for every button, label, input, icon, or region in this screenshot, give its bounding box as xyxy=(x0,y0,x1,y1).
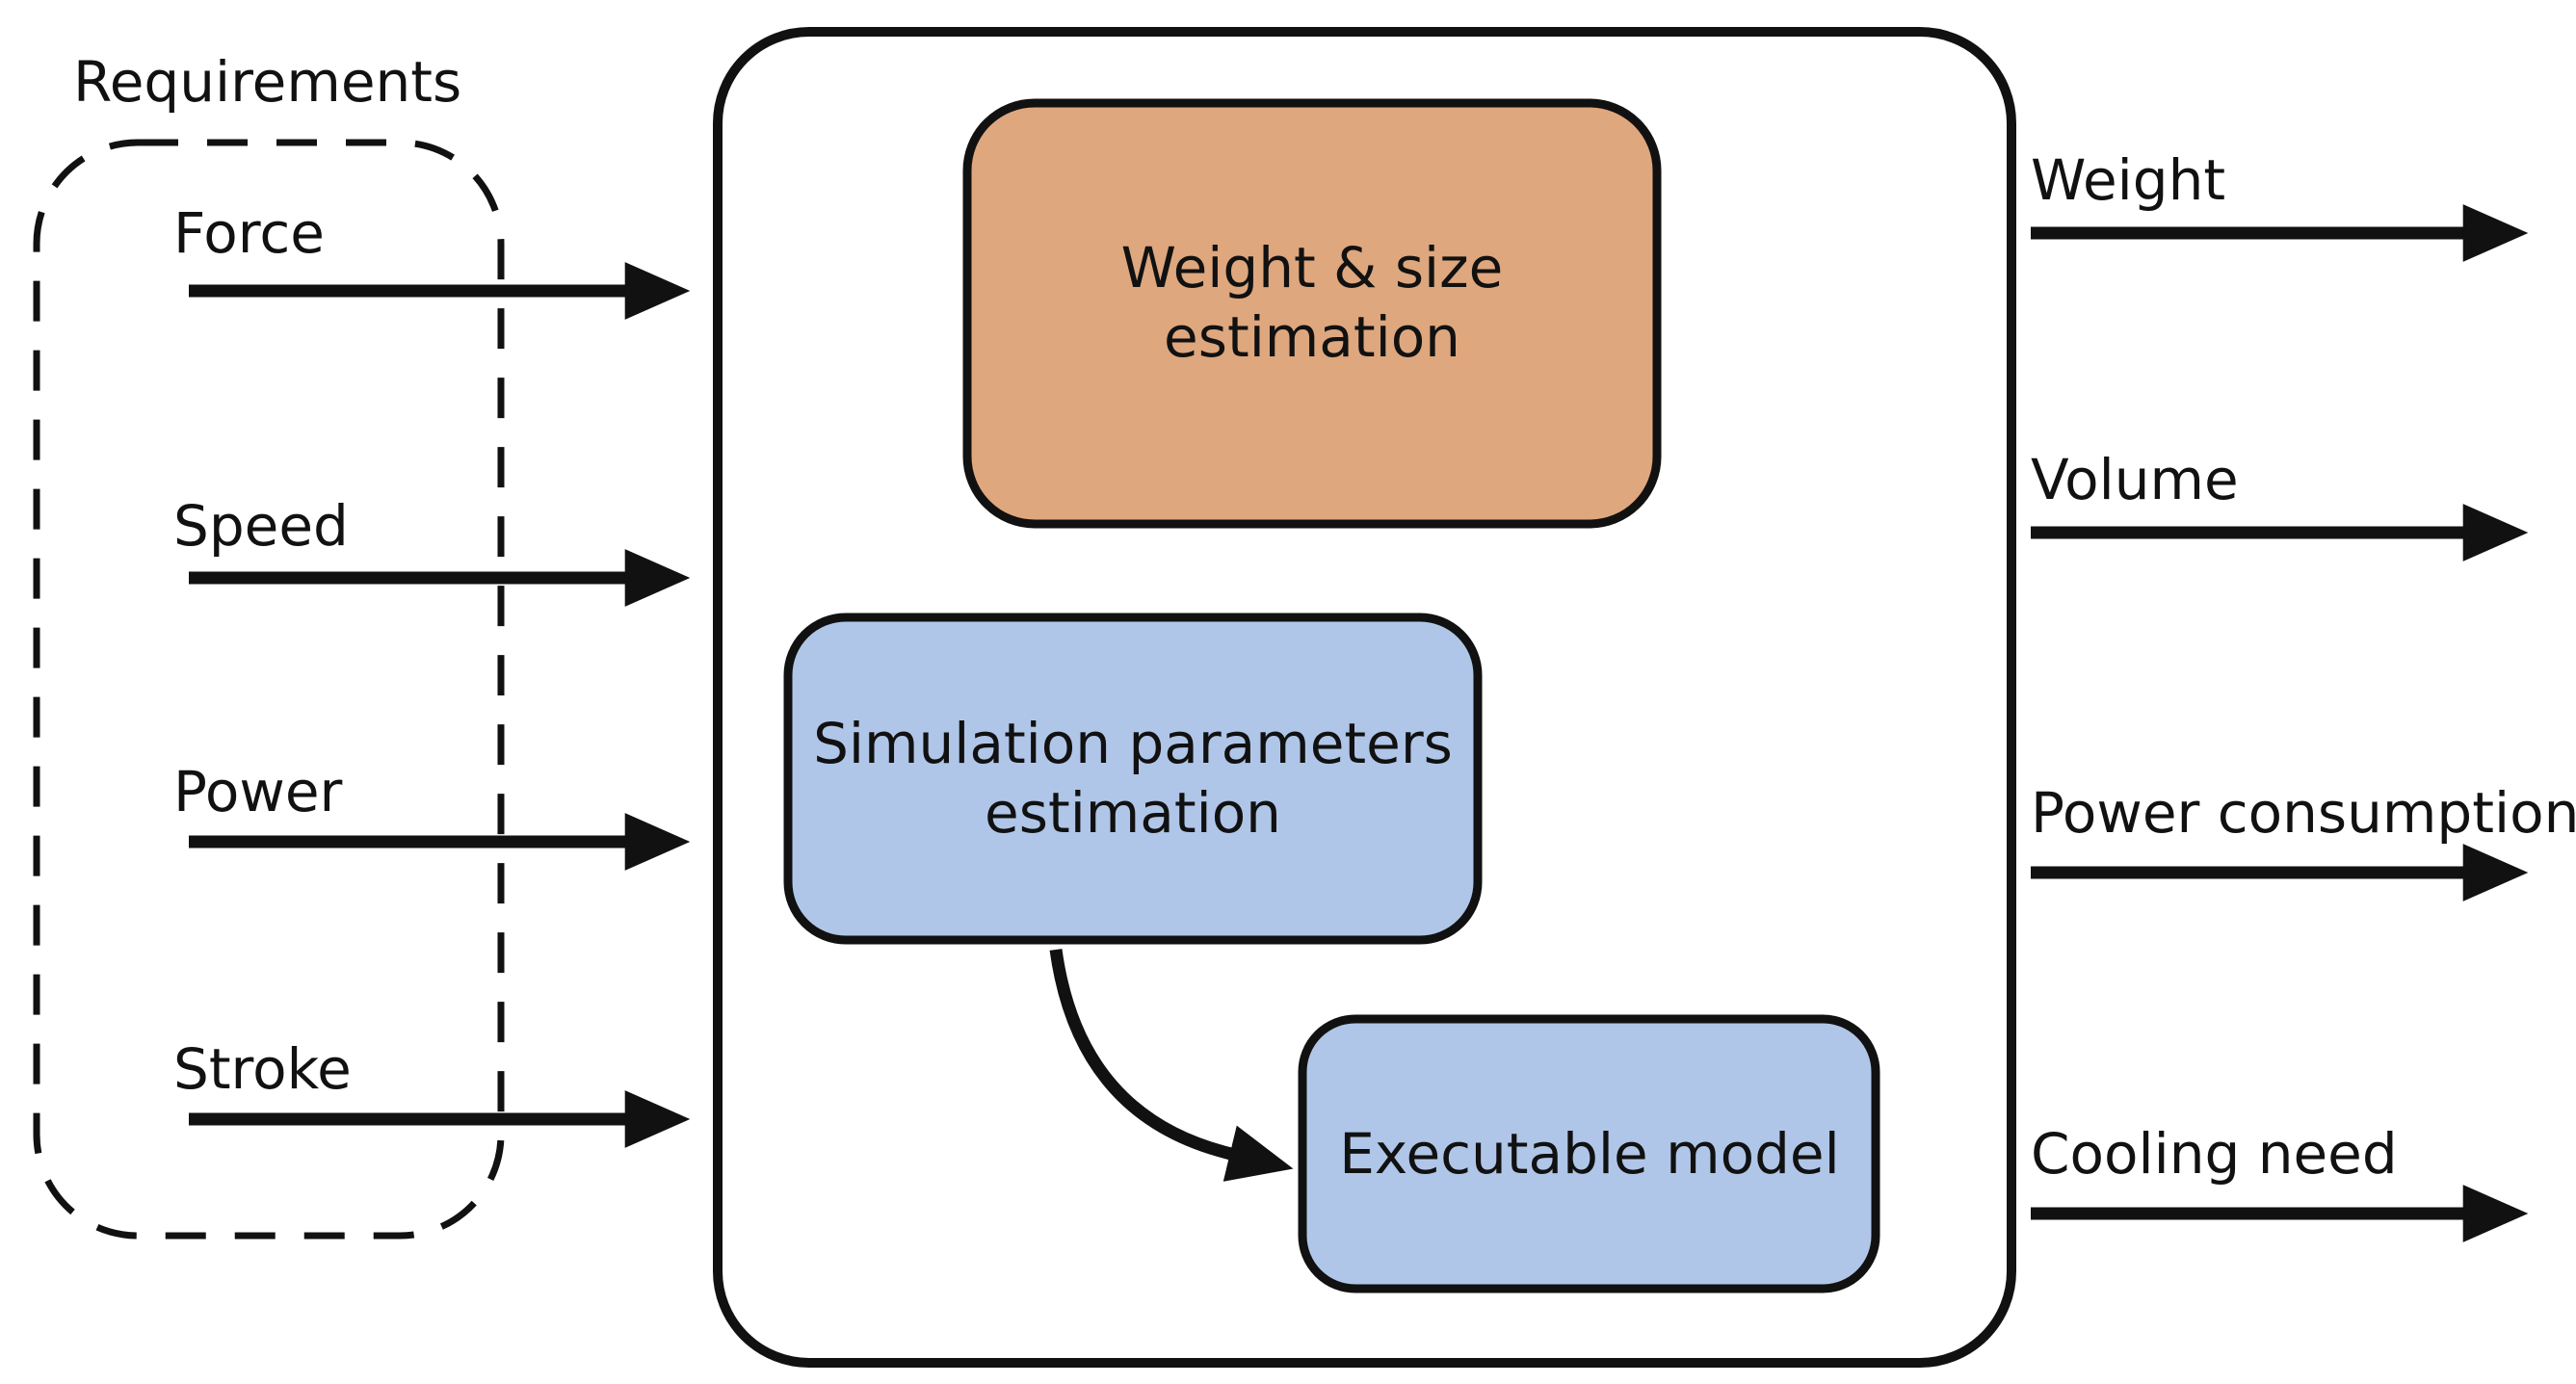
executable-model-label: Executable model xyxy=(1339,1121,1839,1187)
output-label-weight: Weight xyxy=(2031,147,2225,213)
weight-size-estimation-box xyxy=(962,98,1662,529)
output-label-power-consumption: Power consumption xyxy=(2031,780,2576,846)
connector-simparams-to-executable xyxy=(1049,949,1294,1182)
requirements-group-box xyxy=(33,139,505,1240)
simulation-parameters-label-line2: estimation xyxy=(985,780,1281,846)
output-label-volume: Volume xyxy=(2031,447,2239,512)
weight-size-estimation-label-line2: estimation xyxy=(1164,304,1460,370)
executable-model-box xyxy=(1298,1014,1880,1293)
simulation-parameters-label-line1: Simulation parameters xyxy=(813,711,1453,776)
output-label-cooling-need: Cooling need xyxy=(2031,1121,2398,1187)
requirements-group-title: Requirements xyxy=(73,49,461,115)
input-label-stroke: Stroke xyxy=(173,1036,352,1102)
input-label-speed: Speed xyxy=(173,493,349,559)
input-label-force: Force xyxy=(173,200,325,266)
simulation-parameters-box xyxy=(783,613,1483,945)
weight-size-estimation-label-line1: Weight & size xyxy=(1121,235,1504,300)
input-label-power: Power xyxy=(173,759,343,824)
